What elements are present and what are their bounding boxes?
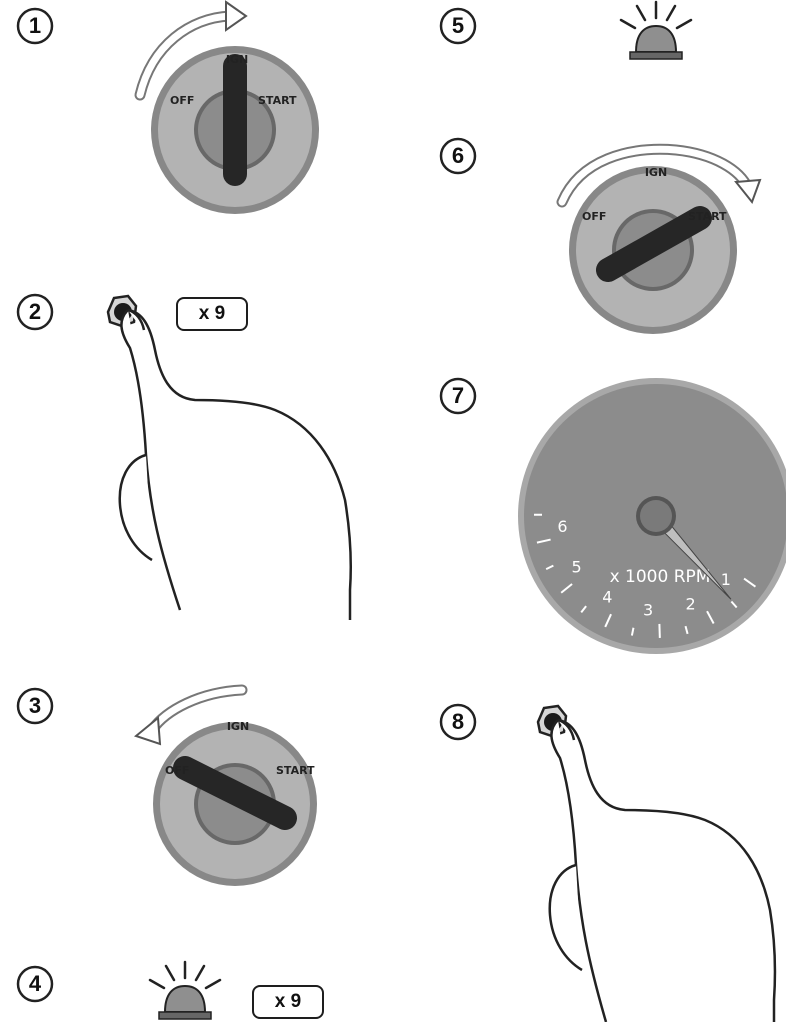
step-5-number: 5 bbox=[438, 6, 478, 46]
warning-lamp-4 bbox=[145, 960, 225, 1022]
ignition-switch-off: IGN OFF START bbox=[130, 682, 320, 897]
start-label: START bbox=[276, 764, 315, 777]
repeat-count-badge-2: x 9 bbox=[176, 297, 248, 331]
start-label: START bbox=[688, 210, 727, 223]
gauge-unit-label: x 1000 RPM bbox=[610, 567, 711, 587]
finger-press-button bbox=[530, 700, 786, 1022]
step-8-badge: 8 bbox=[438, 702, 478, 742]
warning-lamp-5 bbox=[616, 0, 696, 62]
gauge-tick-label: 4 bbox=[602, 587, 612, 606]
gauge-tick-label: 6 bbox=[557, 517, 567, 536]
finger-press-icon bbox=[550, 720, 775, 1022]
step-3-badge: 3 bbox=[15, 686, 55, 726]
gauge-tick-label: 2 bbox=[686, 594, 696, 613]
start-label: START bbox=[258, 94, 297, 107]
step-7-badge: 7 bbox=[438, 376, 478, 416]
gauge-tick-label: 3 bbox=[643, 601, 653, 620]
step-2-badge: 2 bbox=[15, 292, 55, 332]
step-5-badge: 5 bbox=[438, 6, 478, 46]
ign-label: IGN bbox=[227, 720, 249, 733]
ign-label: IGN bbox=[645, 166, 667, 179]
step-4-badge: 4 bbox=[15, 964, 55, 1004]
warning-lamp-icon bbox=[616, 0, 696, 62]
ignition-switch-ign: IGN OFF START bbox=[130, 0, 320, 215]
knob-handle bbox=[223, 54, 247, 186]
gauge-tick-label: 5 bbox=[572, 557, 582, 576]
repeat-count-badge-4: x 9 bbox=[252, 985, 324, 1019]
step-1-badge: 1 bbox=[15, 6, 55, 46]
step-6-number: 6 bbox=[438, 136, 478, 176]
gauge-tick-label: 1 bbox=[721, 570, 731, 589]
step-2-number: 2 bbox=[15, 292, 55, 332]
off-label: OFF bbox=[170, 94, 194, 107]
finger-press-icon bbox=[120, 310, 351, 620]
tachometer: 1 2 3 4 5 6 x 1000 RPM bbox=[516, 376, 776, 666]
warning-lamp-icon bbox=[145, 960, 225, 1022]
finger-press-primer bbox=[100, 290, 370, 620]
step-4-number: 4 bbox=[15, 964, 55, 1004]
step-7-number: 7 bbox=[438, 376, 478, 416]
step-6-badge: 6 bbox=[438, 136, 478, 176]
step-8-number: 8 bbox=[438, 702, 478, 742]
ign-label: IGN bbox=[226, 53, 248, 66]
step-1-number: 1 bbox=[15, 6, 55, 46]
step-3-number: 3 bbox=[15, 686, 55, 726]
ignition-switch-start: IGN OFF START bbox=[548, 140, 768, 340]
off-label: OFF bbox=[582, 210, 606, 223]
off-label: OFF bbox=[165, 764, 189, 777]
